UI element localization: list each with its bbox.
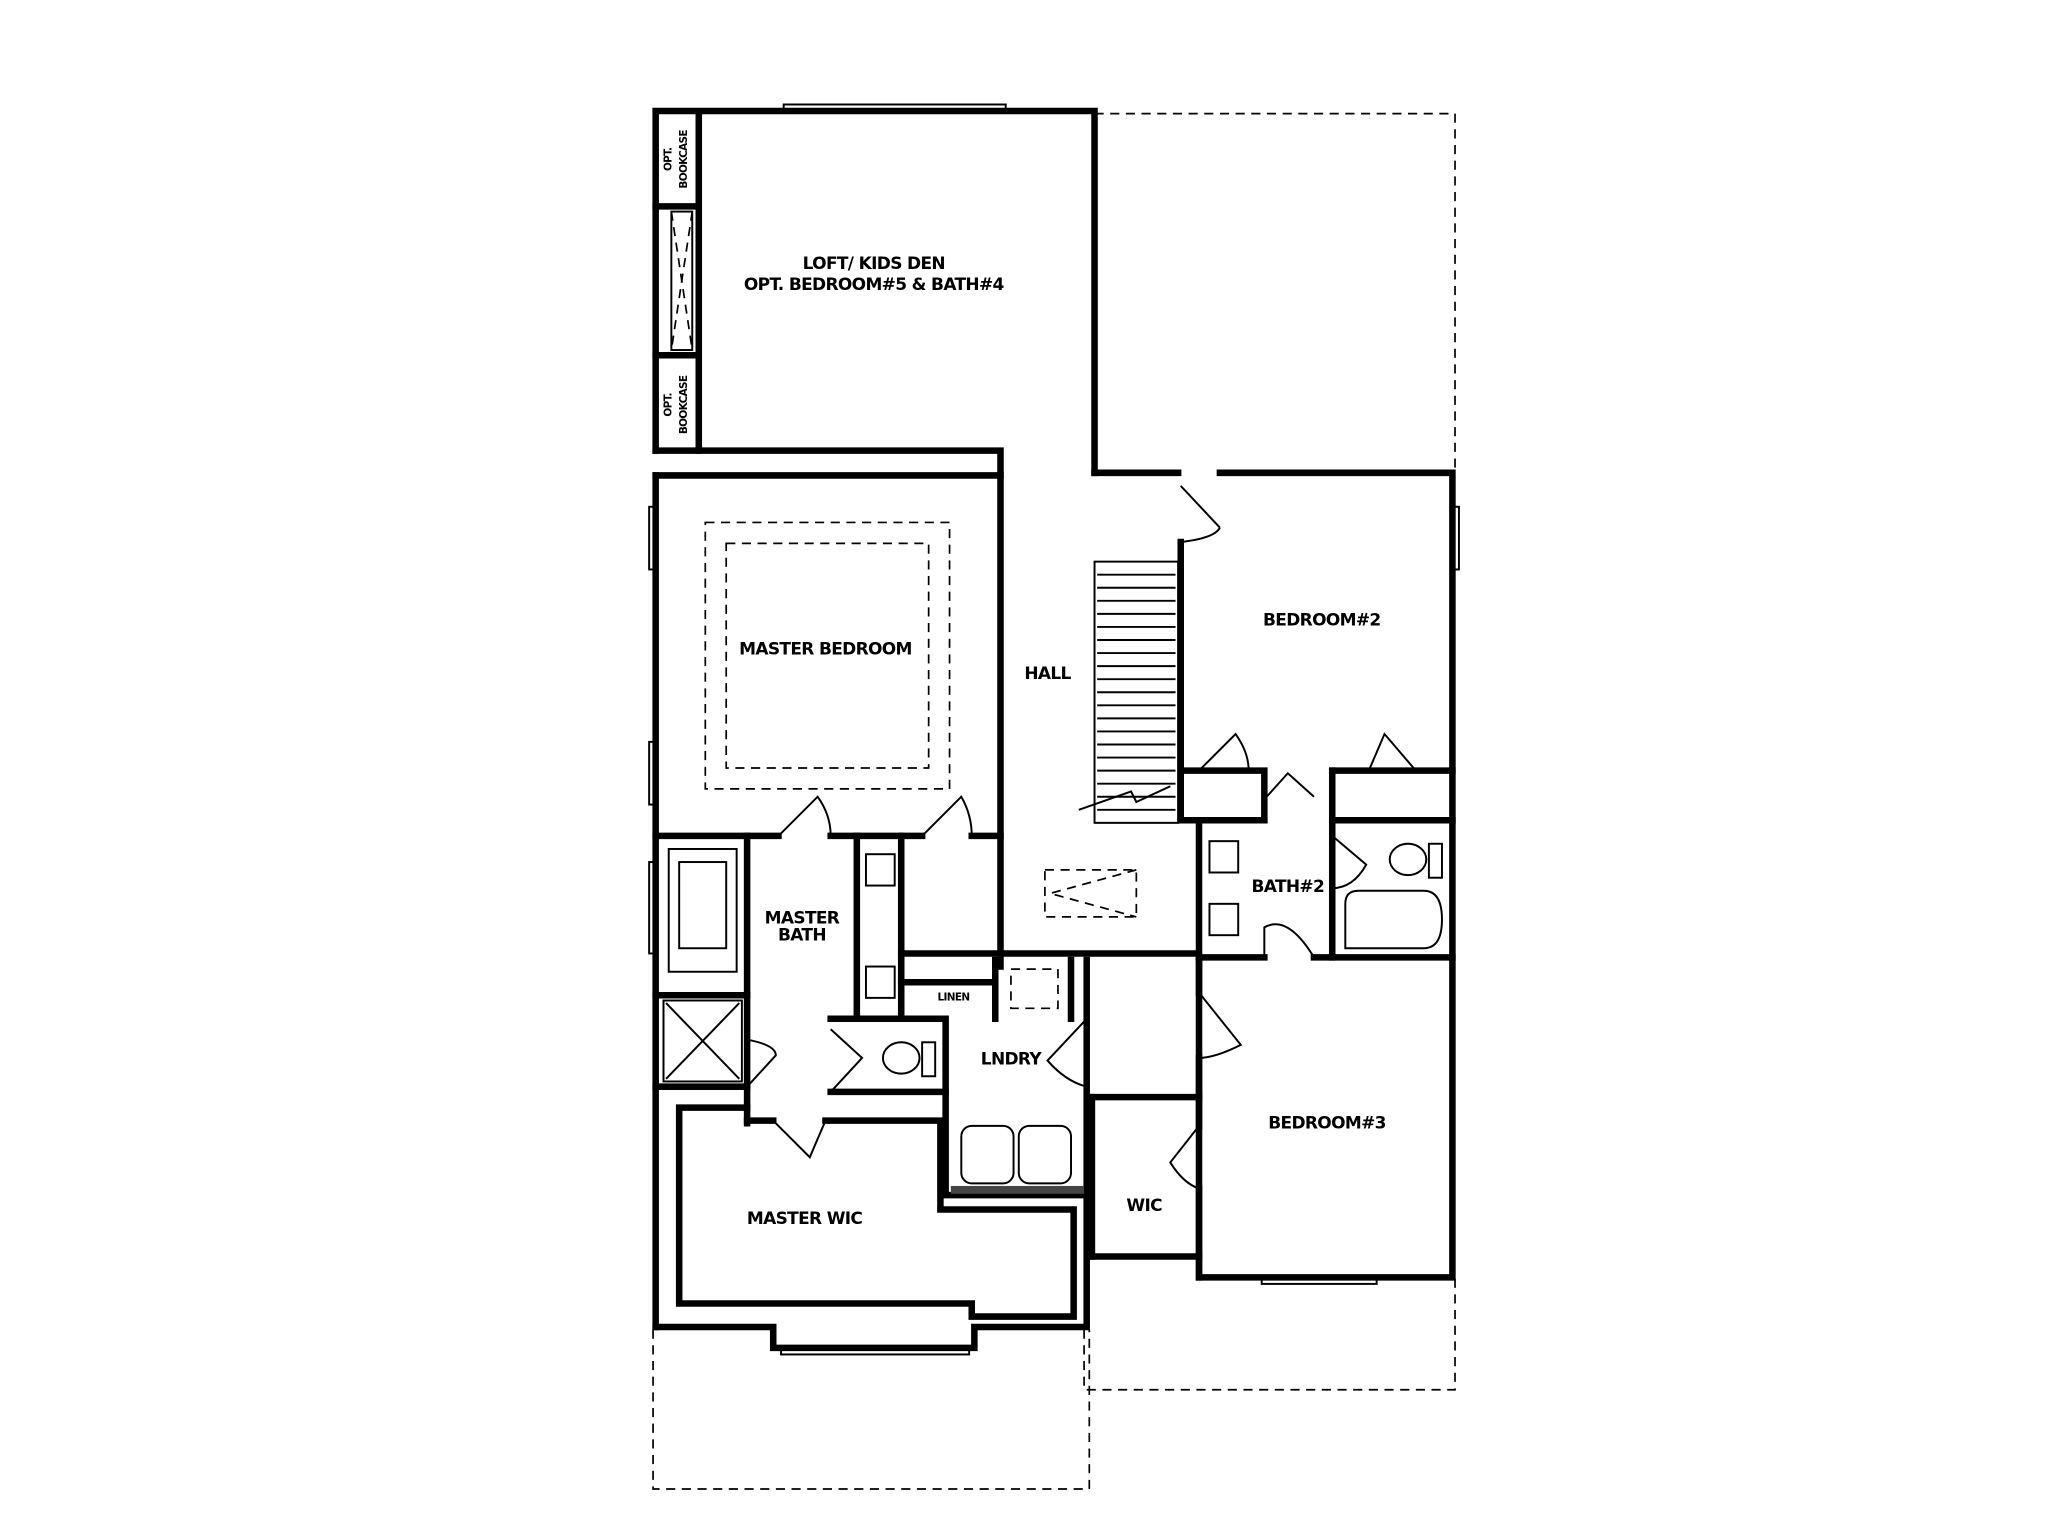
bath2-label: BATH#2 [1252,877,1325,897]
bedroom2-label: BEDROOM#2 [1263,611,1381,631]
door-swing [1198,992,1243,1059]
linen-shelving [670,210,694,352]
fixtures: /* placeholder */ [648,103,1460,1356]
sink [1208,840,1240,874]
loft-label: LOFT/ KIDS DEN [803,254,945,274]
hvac [1010,968,1059,1010]
attic-access [1044,869,1138,918]
door-swing [1180,485,1221,544]
master-wic-label: MASTER WIC [747,1209,863,1229]
master-bath-label: BATH [778,925,826,945]
toilet [881,1041,921,1075]
tray-ceiling-inner [725,542,930,769]
window [782,103,1007,112]
wic-label: WIC [1126,1196,1162,1216]
door-swing [1263,771,1315,801]
door-swing [746,1038,777,1088]
walls [652,107,1456,1352]
door-swing [1263,923,1315,958]
door-swing [777,795,832,837]
bookcase-label: OPT. [662,393,674,416]
door-swing [775,1120,827,1159]
door-swing [1331,835,1368,890]
door-swing [1198,732,1250,772]
master-bath-label: MASTER [765,908,840,928]
laundry-label: LNDRY [981,1049,1043,1069]
room-labels: LOFT/ KIDS DEN OPT. BEDROOM#5 & BATH#4 O… [662,130,1386,1229]
bathtub-2 [1344,889,1443,950]
door-swing [1367,732,1417,772]
tray-ceiling-outer [704,521,951,790]
linen-label: LINEN [938,991,970,1003]
bookcase-label: BOOKCASE [678,375,690,434]
window [780,1346,971,1356]
sink [1208,902,1240,937]
window [648,505,657,571]
bathtub [667,847,738,973]
bookcase-label: BOOKCASE [678,130,690,189]
bedroom3-label: BEDROOM#3 [1268,1113,1386,1133]
door-swing [1169,1125,1200,1190]
master-bedroom-label: MASTER BEDROOM [739,639,912,659]
toilet [1388,842,1428,877]
sink [864,853,896,887]
window [648,861,657,955]
shower [662,999,743,1083]
window [648,740,657,806]
door-swing [921,795,973,837]
window [1260,1276,1378,1285]
washer [960,1124,1015,1185]
dryer [1017,1124,1072,1185]
stairs: /* placeholder */ [1093,560,1180,824]
door-swing [1046,1018,1088,1088]
shelf [950,1185,1085,1194]
bookcase-label: OPT. [662,148,674,171]
door-swing [829,1028,864,1093]
dashed-outlines [652,112,1456,1490]
hall-label: HALL [1024,664,1071,684]
loft-option-label: OPT. BEDROOM#5 & BATH#4 [744,275,1005,295]
sink [864,965,896,999]
window [1451,505,1460,571]
